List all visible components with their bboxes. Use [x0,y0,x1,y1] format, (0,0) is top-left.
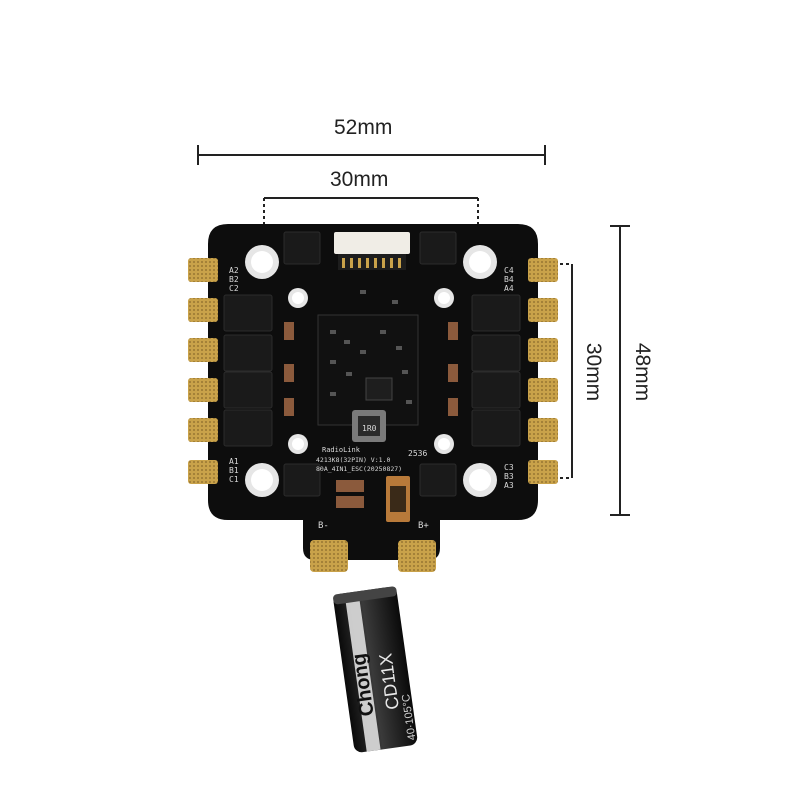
pad-label-b4: B4 [504,275,514,284]
pad-label-b2: B2 [229,275,239,284]
power-plus-label: B+ [418,521,429,531]
dimension-label-48mm: 48mm [631,342,655,402]
pad-label-c1: C1 [229,475,239,484]
motor-pads-right [528,258,558,484]
power-minus-label: B- [318,521,329,531]
signal-connector [334,232,410,270]
pad-label-b1: B1 [229,466,239,475]
pad-label-c2: C2 [229,284,239,293]
motor-pads-left [188,258,218,484]
inductor-mark: 1R0 [362,424,377,433]
components [284,290,458,522]
pad-label-b3: B3 [504,472,514,481]
pad-label-c3: C3 [504,463,514,472]
pad-label-a3: A3 [504,481,514,490]
dimension-label-30mm-vertical: 30mm [582,342,606,402]
model-line-1: 4213K8(32PIN) V:1.0 [316,456,390,464]
brand-label: RadioLink [322,446,361,454]
pad-label-a2: A2 [229,266,239,275]
model-line-2: 80A_4IN1_ESC(20250827) [316,465,402,473]
dimension-label-52mm: 52mm [334,116,393,139]
pcb-board [188,224,558,572]
pad-label-a1: A1 [229,457,239,466]
power-pads [310,540,436,572]
mosfets [223,231,521,497]
dimension-48mm [610,225,630,516]
small-mark: 2536 [408,449,427,458]
silkscreen-text: A2 B2 C2 A1 B1 C1 C4 B4 A4 C3 B3 A3 B- B… [229,266,514,531]
dimension-52mm [197,145,546,165]
mounting-holes [245,245,497,497]
dimension-label-30mm-horizontal: 30mm [330,168,389,191]
pad-label-a4: A4 [504,284,514,293]
pad-label-c4: C4 [504,266,514,275]
